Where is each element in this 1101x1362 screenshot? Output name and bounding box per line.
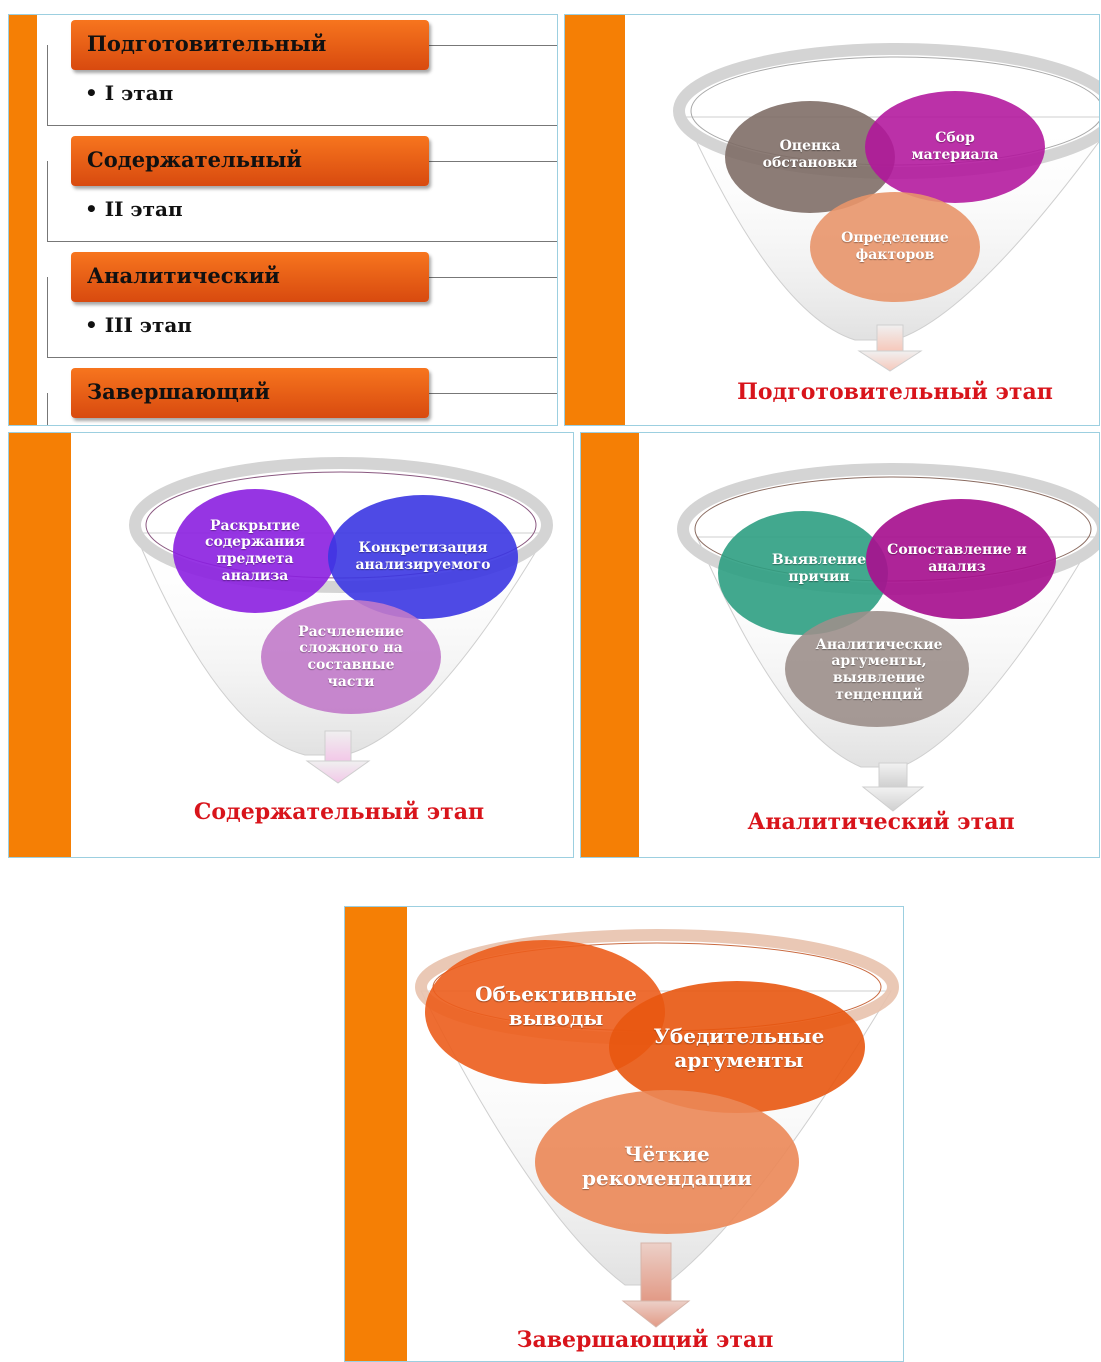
funnel-graphic [673,43,1099,372]
ellipse-label: Расчленение сложного на составные части [298,623,404,690]
stage-caption: Аналитический этап [747,809,1015,835]
connector-line [47,277,48,357]
stage-label-final: Завершающий [71,368,429,418]
stage-sub-analytic: • III этап [85,313,192,337]
ellipse-convincing [609,981,865,1113]
analytic-funnel-panel: Выявление причин Сопоставление и анализ … [580,432,1100,858]
orange-accent-strip [9,15,37,425]
orange-accent-strip [345,907,407,1361]
connector-line [47,357,557,358]
ellipse-arguments [785,611,969,727]
connector-line [429,161,557,162]
content-funnel-panel: Раскрытие содержания предмета анализа Ко… [8,432,574,858]
ellipse-label: Конкретизация анализируемого [355,540,491,573]
ellipse-label: Определение факторов [841,230,949,263]
ellipse-collect [865,91,1045,203]
ellipse-label: Сопоставление и анализ [887,542,1027,575]
ellipse-label: Аналитические аргументы, выявление тенде… [815,636,943,703]
ellipse-label: Убедительные аргументы [653,1024,825,1072]
ellipse-label: Чёткие рекомендации [582,1142,752,1190]
ellipse-label: Выявление причин [771,552,867,585]
ellipse-label: Сбор материала [911,130,999,163]
ellipse-dissect [261,600,441,714]
connector-line [429,45,557,46]
stage-label-content: Содержательный [71,136,429,186]
connector-line [429,277,557,278]
ellipse-label: Объективные выводы [475,982,637,1030]
connector-line [47,45,48,125]
final-funnel-panel: Объективные выводы Убедительные аргумент… [344,906,904,1362]
stage-sub-prep: • I этап [85,81,174,105]
ellipse-conclusions [425,940,665,1084]
connector-line [47,161,48,241]
stage-label-prep: Подготовительный [71,20,429,70]
stage-caption: Завершающий этап [516,1327,774,1353]
orange-accent-strip [565,15,625,425]
funnel-graphic [129,457,553,784]
ellipse-disclose [173,489,337,613]
ellipse-factors [810,192,980,302]
ellipse-causes [718,511,888,635]
connector-line [429,393,557,394]
stage-caption: Содержательный этап [193,799,485,825]
ellipse-compare [866,499,1056,619]
stages-structure-panel: Подготовительный • I этап Содержательный… [8,14,558,426]
prep-funnel-panel: Оценка обстановки Сбор материала Определ… [564,14,1100,426]
connector-line [47,241,557,242]
ellipse-recommend [535,1090,799,1234]
stage-sub-content: • II этап [85,197,183,221]
ellipse-label: Оценка обстановки [762,138,858,171]
funnel-graphic [415,929,899,1328]
ellipse-label: Раскрытие содержания предмета анализа [204,517,306,584]
stage-caption: Подготовительный этап [737,379,1053,405]
funnel-graphic [677,463,1099,812]
orange-accent-strip [581,433,639,857]
orange-accent-strip [9,433,71,857]
ellipse-concretize [328,495,518,619]
stage-label-analytic: Аналитический [71,252,429,302]
ellipse-evaluate [725,101,895,213]
connector-line [47,125,557,126]
connector-line [47,393,48,425]
